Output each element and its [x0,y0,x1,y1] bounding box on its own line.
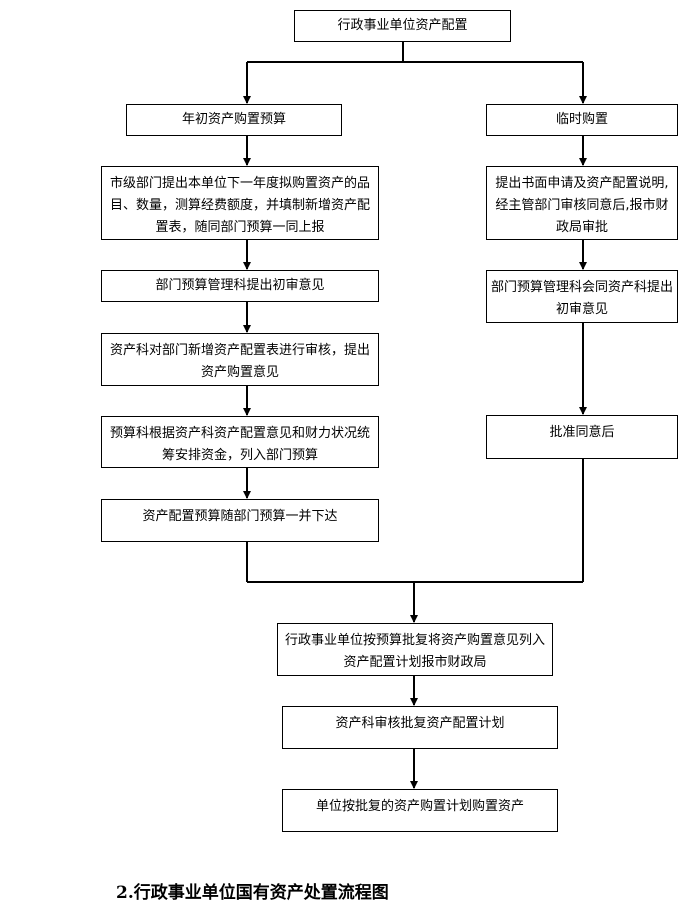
right-step-2: 部门预算管理科会同资产科提出初审意见 [486,270,678,323]
merge-step-3: 单位按批复的资产购置计划购置资产 [282,789,558,832]
left-step-1: 市级部门提出本单位下一年度拟购置资产的品目、数量，测算经费额度，并填制新增资产配… [101,166,379,240]
left-step-3: 资产科对部门新增资产配置表进行审核，提出资产购置意见 [101,333,379,386]
merge-step-1: 行政事业单位按预算批复将资产购置意见列入资产配置计划报市财政局 [277,623,553,676]
top-box: 行政事业单位资产配置 [294,10,511,42]
section-caption: 2.行政事业单位国有资产处置流程图 [116,883,389,903]
left-step-2: 部门预算管理科提出初审意见 [101,270,379,302]
right-step-1: 提出书面申请及资产配置说明,经主管部门审核同意后,报市财政局审批 [486,166,678,240]
right-branch-title: 临时购置 [486,104,678,136]
left-step-5: 资产配置预算随部门预算一并下达 [101,499,379,542]
left-step-4: 预算科根据资产科资产配置意见和财力状况统筹安排资金，列入部门预算 [101,416,379,468]
merge-step-2: 资产科审核批复资产配置计划 [282,706,558,749]
left-branch-title: 年初资产购置预算 [126,104,342,136]
right-step-3: 批准同意后 [486,415,678,459]
